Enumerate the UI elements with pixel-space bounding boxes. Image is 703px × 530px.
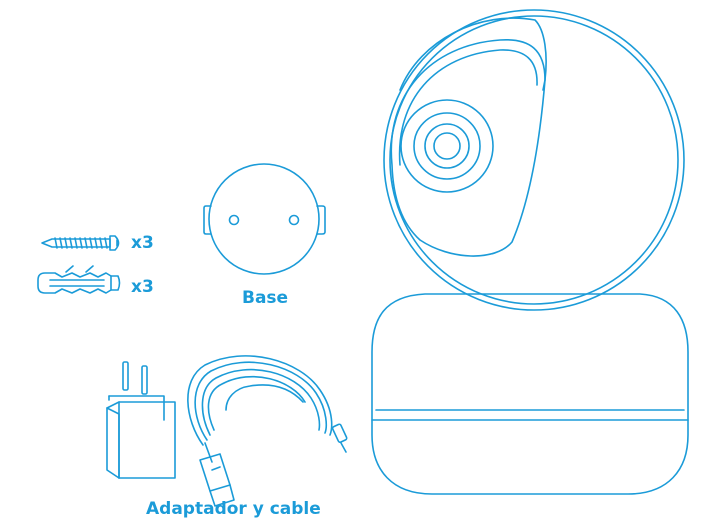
pan-tilt-camera-icon	[371, 9, 689, 495]
wall-plug-icon	[37, 265, 121, 294]
screws-quantity-label: x3	[131, 233, 154, 253]
mounting-base-icon	[203, 163, 326, 275]
usb-cable-icon	[187, 355, 348, 507]
wall-plugs-quantity-label: x3	[131, 277, 154, 297]
screw-icon	[41, 235, 120, 251]
base-label: Base	[242, 288, 289, 308]
power-adapter-icon	[106, 361, 176, 479]
adapter-cable-label: Adaptador y cable	[146, 499, 321, 519]
